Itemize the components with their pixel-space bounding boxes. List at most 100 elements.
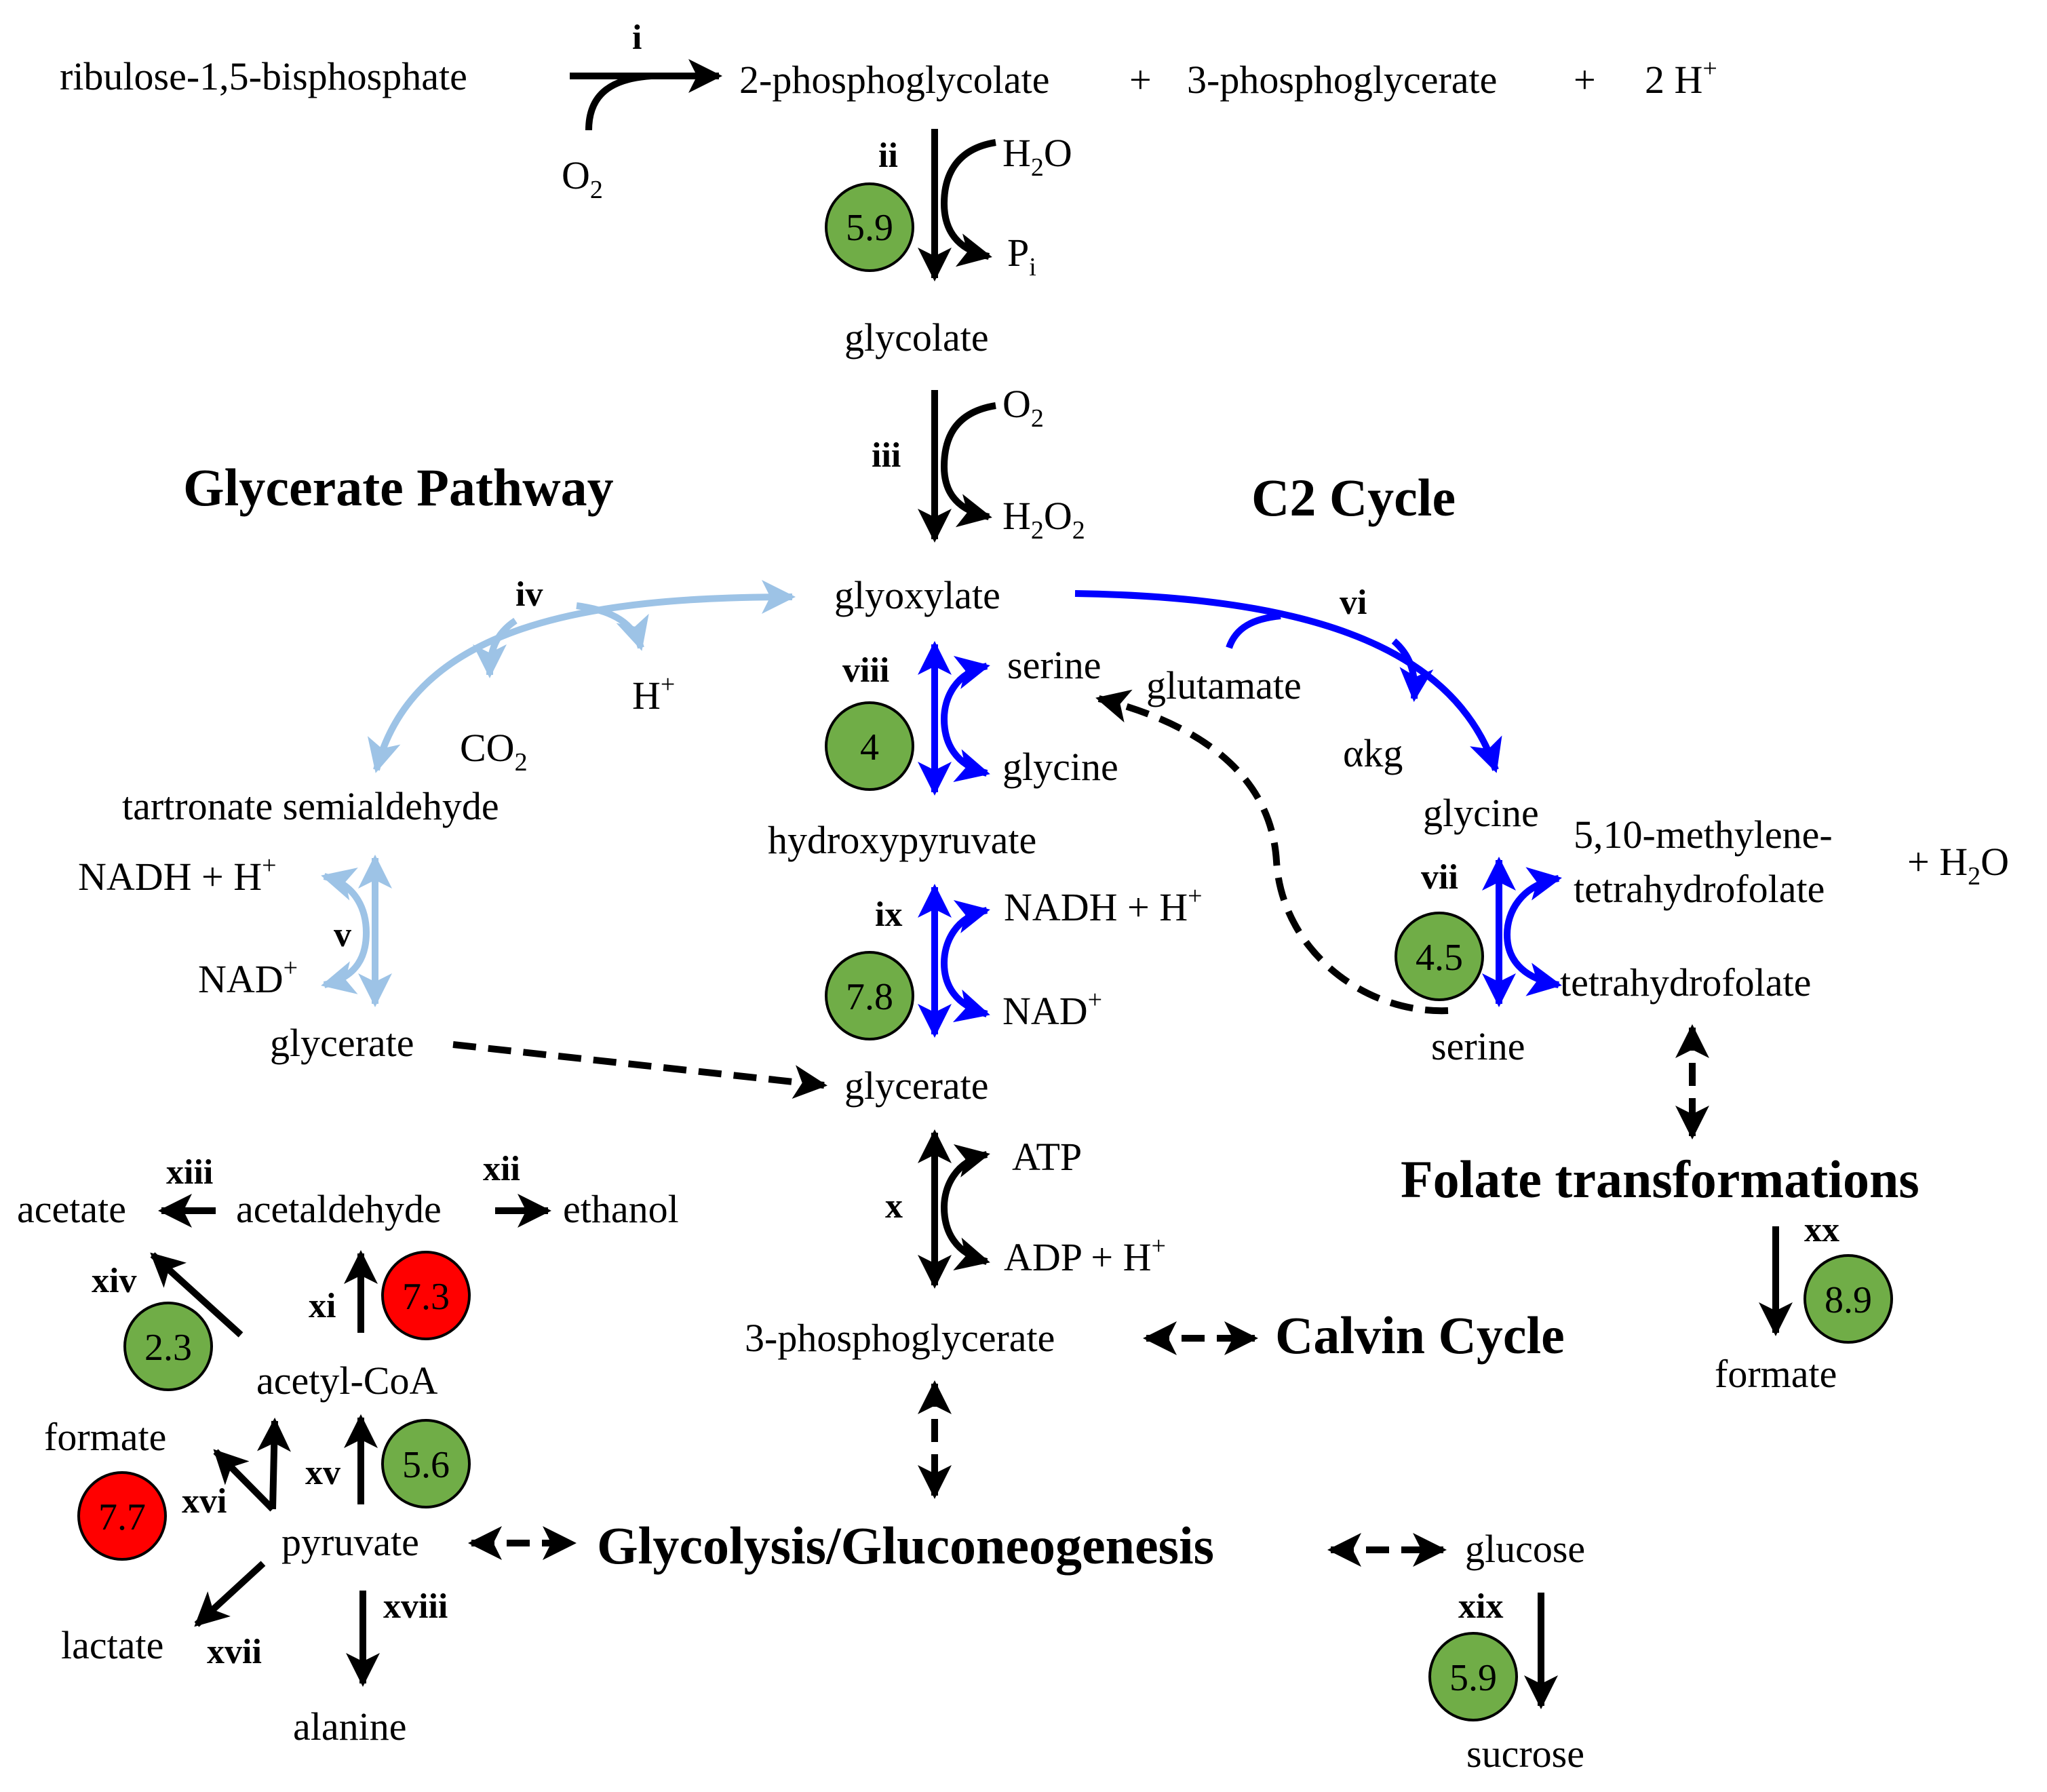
reaction-label-xx: xx	[1804, 1211, 1839, 1249]
heading-c2-cycle: C2 Cycle	[1251, 468, 1456, 527]
arrow-reaction-xvii	[194, 1561, 266, 1627]
value-badge-xvi	[77, 1471, 167, 1561]
heading-glycerate-pathway: Glycerate Pathway	[183, 458, 614, 517]
label-methylene-thf-line1: 5,10-methylene-	[1574, 813, 1833, 857]
arrow-reaction-x-cofactor	[940, 1144, 990, 1271]
value-badge-xi-text: 7.3	[402, 1276, 450, 1318]
value-badge-vii-text: 4.5	[1416, 937, 1463, 979]
arrow-reaction-ii-cosubstrate	[940, 139, 996, 267]
label-adp: ADP + H+	[1004, 1232, 1166, 1279]
label-o2-reaction-iii: O2	[1002, 382, 1044, 433]
arrow-reaction-vi	[1074, 590, 1502, 773]
label-formate-left: formate	[44, 1415, 166, 1459]
reaction-label-xv: xv	[305, 1454, 340, 1492]
value-badge-viii-text: 4	[860, 726, 879, 768]
arrow-reaction-iii-cosubstrate	[940, 402, 996, 528]
label-glycerate-center: glycerate	[844, 1064, 989, 1108]
label-o2-reaction-i: O2	[562, 153, 603, 204]
value-badge-xv	[381, 1419, 471, 1508]
label-ethanol: ethanol	[563, 1187, 679, 1231]
reaction-label-xix: xix	[1458, 1587, 1503, 1626]
reaction-label-v: v	[334, 916, 351, 954]
value-badge-ix-text: 7.8	[846, 976, 893, 1018]
label-2-protons: 2 H+	[1645, 54, 1717, 102]
label-pyruvate: pyruvate	[281, 1520, 419, 1564]
reaction-label-xii: xii	[483, 1150, 520, 1188]
label-glycolate: glycolate	[844, 315, 989, 359]
arrow-reaction-xvi	[213, 1449, 275, 1512]
value-badge-viii	[825, 701, 914, 791]
label-hydroxypyruvate: hydroxypyruvate	[768, 818, 1036, 862]
label-h2o-reaction-ii: H2O	[1002, 131, 1072, 182]
heading-calvin-cycle: Calvin Cycle	[1275, 1306, 1565, 1365]
label-h2o2: H2O2	[1002, 494, 1085, 545]
reaction-label-xvi: xvi	[182, 1482, 227, 1521]
label-lactate: lactate	[61, 1623, 163, 1667]
label-glycerate-left: glycerate	[270, 1021, 414, 1065]
label-tartronate-semialdehyde: tartronate semialdehyde	[122, 784, 499, 828]
reaction-label-xvii: xvii	[207, 1633, 262, 1671]
reaction-label-ii: ii	[878, 136, 898, 175]
arrow-reaction-xvi-stem	[256, 1418, 291, 1510]
label-alanine: alanine	[293, 1705, 406, 1749]
reaction-label-ix: ix	[875, 895, 902, 934]
value-badge-xiv	[123, 1302, 213, 1391]
label-proton-reaction-iv: H+	[632, 670, 675, 718]
reaction-label-xiii: xiii	[166, 1153, 213, 1192]
reaction-label-iv: iv	[515, 575, 543, 614]
arrow-glycerate-transfer	[452, 1041, 827, 1099]
reaction-label-viii: viii	[842, 651, 889, 690]
reaction-label-vii: vii	[1421, 858, 1458, 897]
label-glutamate: glutamate	[1146, 663, 1302, 707]
label-nadh-reaction-ix: NADH + H+	[1004, 882, 1203, 929]
label-glycine-reaction-vii: glycine	[1423, 791, 1539, 835]
label-tetrahydrofolate: tetrahydrofolate	[1560, 960, 1811, 1005]
value-badge-vii	[1395, 912, 1484, 1001]
arrow-reaction-iv	[367, 580, 796, 773]
reaction-label-xiv: xiv	[92, 1262, 136, 1300]
arrow-reaction-vi-akg	[1391, 638, 1434, 702]
label-formate-right: formate	[1715, 1352, 1837, 1396]
value-badge-xiv-text: 2.3	[144, 1327, 192, 1369]
label-ribulose-bisphosphate: ribulose-1,5-bisphosphate	[60, 54, 467, 98]
arrow-reaction-ix-cofactor	[940, 899, 990, 1023]
arrow-reaction-xiv	[150, 1252, 243, 1338]
arrow-reaction-iv-co2	[473, 617, 518, 678]
value-badge-xvi-text: 7.7	[98, 1496, 146, 1538]
plus-sign: +	[1574, 58, 1596, 102]
label-3-phosphoglycerate: 3-phosphoglycerate	[745, 1316, 1055, 1360]
arrow-reaction-vii-cofactor	[1503, 867, 1562, 996]
label-atp: ATP	[1012, 1135, 1082, 1179]
label-acetyl-coa: acetyl-CoA	[256, 1359, 437, 1403]
value-badge-xx-text: 8.9	[1825, 1279, 1872, 1321]
label-alpha-ketoglutarate: αkg	[1343, 731, 1403, 775]
label-co2: CO2	[460, 726, 528, 777]
label-sucrose: sucrose	[1466, 1732, 1584, 1776]
value-badge-ix	[825, 951, 914, 1040]
value-badge-xi	[381, 1251, 471, 1340]
label-glucose: glucose	[1465, 1527, 1585, 1571]
reaction-label-iii: iii	[872, 436, 901, 475]
label-serine-reaction-vii: serine	[1431, 1024, 1525, 1068]
arrow-reaction-viii-cosubstrate	[940, 655, 990, 783]
label-methylene-thf-line2: tetrahydrofolate	[1574, 867, 1825, 911]
reaction-label-i: i	[632, 18, 642, 57]
value-badge-xix-text: 5.9	[1449, 1657, 1497, 1699]
label-serine-reaction-viii: serine	[1007, 643, 1102, 687]
label-nad-reaction-v: NAD+	[198, 954, 298, 1001]
label-acetate: acetate	[17, 1187, 126, 1231]
value-badge-xix	[1428, 1632, 1518, 1721]
arrow-reaction-v-cofactor	[321, 868, 370, 994]
arrow-reaction-vi-glutamate	[1226, 612, 1281, 649]
label-h2o-reaction-vii: + H2O	[1907, 840, 2009, 891]
label-3-phosphoglycerate-top: 3-phosphoglycerate	[1187, 58, 1497, 102]
heading-glycolysis-gluconeogenesis: Glycolysis/Gluconeogenesis	[597, 1516, 1214, 1575]
arrow-reaction-i-cosubstrate	[585, 73, 652, 131]
label-nadh-reaction-v: NADH + H+	[78, 851, 277, 899]
reaction-label-xviii: xviii	[383, 1587, 448, 1626]
arrow-reaction-iv-proton	[576, 602, 649, 651]
reaction-label-x: x	[885, 1187, 903, 1226]
arrow-serine-transfer	[1095, 689, 1449, 1015]
reaction-label-xi: xi	[309, 1287, 336, 1325]
